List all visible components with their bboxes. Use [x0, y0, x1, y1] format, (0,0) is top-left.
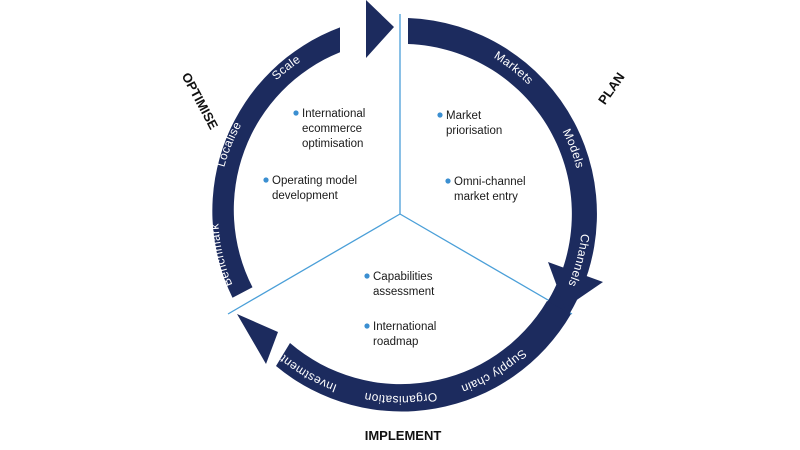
bullet-line: International: [302, 108, 365, 120]
bullet-dot: [293, 110, 299, 116]
bullet-item-intl-ecommerce: International ecommerce optimisation: [293, 108, 365, 150]
bullet-dot: [364, 323, 370, 329]
phase-label-optimise: OPTIMISE: [179, 70, 222, 132]
bullet-line: optimisation: [302, 138, 363, 150]
bullet-item-operating-model: Operating model development: [263, 175, 357, 202]
bullet-line: market entry: [454, 191, 518, 203]
bullet-line: roadmap: [373, 336, 418, 348]
bullet-item-market-priorisation: Market priorisation: [437, 110, 502, 137]
bullet-item-capabilities: Capabilities assessment: [364, 271, 435, 298]
bullet-dot: [437, 112, 443, 118]
bullet-line: Capabilities: [373, 271, 433, 283]
bullet-item-omni-channel: Omni-channel market entry: [445, 176, 526, 203]
bullet-line: Omni-channel: [454, 176, 526, 188]
phase-label-implement: IMPLEMENT: [365, 428, 442, 443]
arrow-optimise: [212, 27, 340, 298]
arrowhead-optimise: [366, 0, 394, 58]
arrowhead-implement: [237, 314, 278, 364]
divider-lower-left: [227, 213, 401, 315]
bullet-line: ecommerce: [302, 123, 362, 135]
bullet-line: development: [272, 190, 339, 202]
bullet-dot: [445, 178, 451, 184]
bullet-item-roadmap: International roadmap: [364, 321, 436, 348]
arrow-implement: [276, 301, 571, 412]
bullet-line: Operating model: [272, 175, 357, 187]
bullet-line: Market: [446, 110, 482, 122]
arc-label-organisation: Organisation: [363, 389, 438, 407]
bullet-line: assessment: [373, 286, 435, 298]
arrow-plan: [408, 18, 597, 318]
bullet-line: International: [373, 321, 436, 333]
phase-label-plan: PLAN: [595, 70, 628, 108]
arrowhead-plan: [548, 262, 603, 308]
bullet-dot: [263, 177, 269, 183]
divider-lines: [227, 14, 573, 315]
bullet-line: priorisation: [446, 125, 502, 137]
divider-lower-right: [399, 213, 573, 315]
svg-text:Organisation: Organisation: [363, 389, 438, 407]
bullet-dot: [364, 273, 370, 279]
arc-labels-implement: Supply chain Organisation Investment: [277, 347, 529, 407]
